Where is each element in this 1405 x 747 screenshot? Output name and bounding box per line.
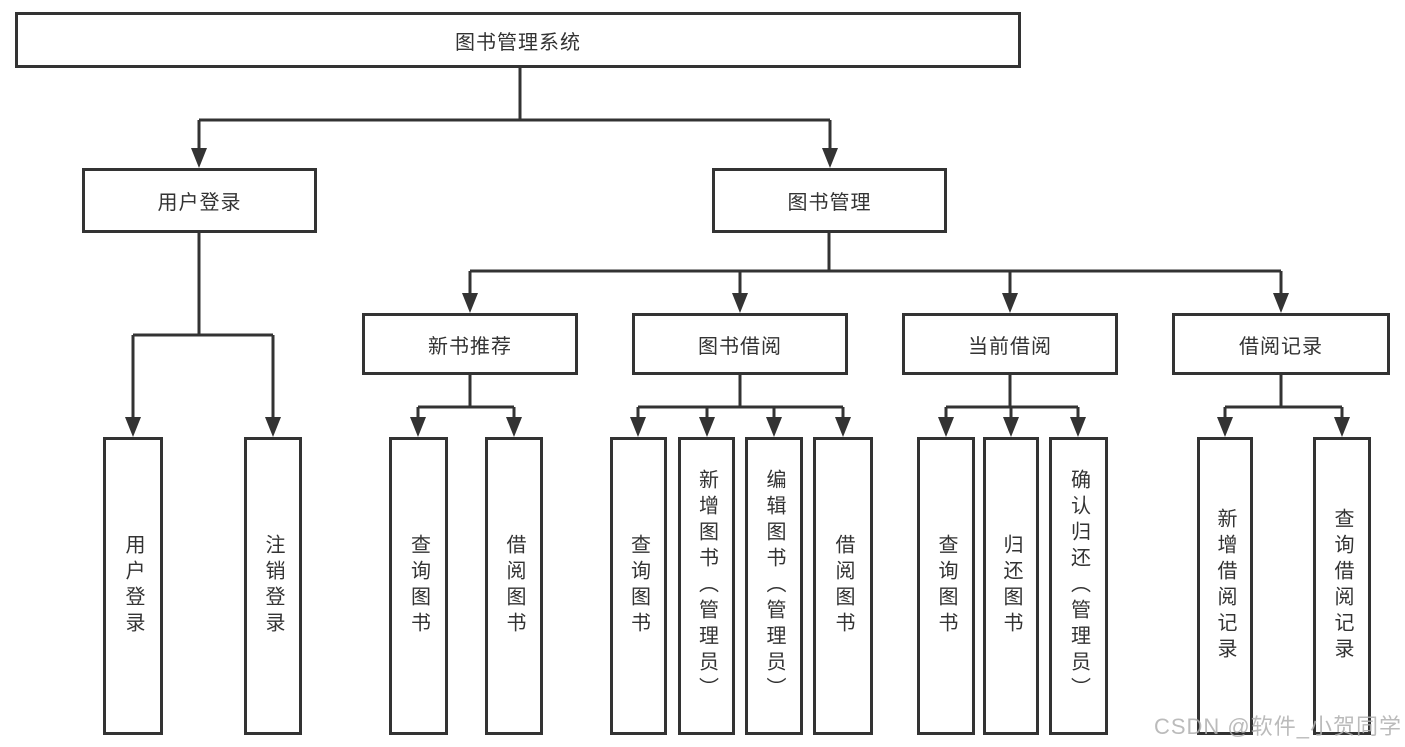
leaf-return-books-label: 归还图书 (1000, 534, 1022, 638)
arrow-down-icon (1334, 417, 1350, 437)
leaf-add-books-admin: 新增图书（管理员） (678, 437, 735, 735)
arrow-down-icon (835, 417, 851, 437)
leaf-edit-books-admin: 编辑图书（管理员） (745, 437, 803, 735)
arrow-down-icon (1070, 417, 1086, 437)
arrow-down-icon (191, 148, 207, 168)
leaf-query-books-recommend-label: 查询图书 (407, 534, 430, 638)
node-user-login: 用户登录 (82, 168, 317, 233)
leaf-borrow-books-recommend: 借阅图书 (485, 437, 543, 735)
leaf-edit-books-admin-label: 编辑图书（管理员） (763, 469, 785, 703)
leaf-return-books: 归还图书 (983, 437, 1039, 735)
arrow-down-icon (410, 417, 426, 437)
csdn-watermark: CSDN @软件_小贺同学 (1153, 714, 1402, 739)
leaf-query-books-borrowing: 查询图书 (610, 437, 667, 735)
leaf-query-books-borrowing-label: 查询图书 (627, 534, 650, 638)
arrow-down-icon (1002, 293, 1018, 313)
leaf-user-login: 用户登录 (103, 437, 163, 735)
leaf-borrow-books-borrowing-label: 借阅图书 (832, 534, 854, 638)
leaf-confirm-return-admin-label: 确认归还（管理员） (1067, 469, 1090, 703)
arrow-down-icon (699, 417, 715, 437)
node-borrowing-records: 借阅记录 (1172, 313, 1390, 375)
arrow-down-icon (1003, 417, 1019, 437)
arrow-down-icon (630, 417, 646, 437)
leaf-query-borrow-record: 查询借阅记录 (1313, 437, 1371, 735)
leaf-query-books-recommend: 查询图书 (389, 437, 448, 735)
leaf-add-borrow-record-label: 新增借阅记录 (1214, 508, 1236, 664)
arrow-down-icon (822, 148, 838, 168)
arrow-down-icon (1217, 417, 1233, 437)
leaf-logout-login: 注销登录 (244, 437, 302, 735)
arrow-down-icon (506, 417, 522, 437)
leaf-add-borrow-record: 新增借阅记录 (1197, 437, 1253, 735)
node-library-management-system: 图书管理系统 (15, 12, 1021, 68)
arrow-down-icon (732, 293, 748, 313)
node-book-management: 图书管理 (712, 168, 947, 233)
arrow-down-icon (265, 417, 281, 437)
node-current-borrowing: 当前借阅 (902, 313, 1118, 375)
leaf-query-books-current-label: 查询图书 (935, 534, 957, 638)
leaf-query-books-current: 查询图书 (917, 437, 975, 735)
leaf-borrow-books-recommend-label: 借阅图书 (503, 534, 525, 638)
node-book-borrowing: 图书借阅 (632, 313, 848, 375)
leaf-query-borrow-record-label: 查询借阅记录 (1331, 508, 1353, 664)
leaf-add-books-admin-label: 新增图书（管理员） (695, 469, 718, 703)
arrow-down-icon (462, 293, 478, 313)
arrow-down-icon (1273, 293, 1289, 313)
arrow-down-icons (125, 148, 1350, 437)
leaf-confirm-return-admin: 确认归还（管理员） (1049, 437, 1108, 735)
tree-lines (131, 68, 1344, 420)
leaf-borrow-books-borrowing: 借阅图书 (813, 437, 873, 735)
leaf-logout-login-label: 注销登录 (262, 534, 284, 638)
arrow-down-icon (938, 417, 954, 437)
leaf-user-login-label: 用户登录 (122, 534, 144, 638)
arrow-down-icon (766, 417, 782, 437)
node-new-book-recommend: 新书推荐 (362, 313, 578, 375)
arrow-down-icon (125, 417, 141, 437)
